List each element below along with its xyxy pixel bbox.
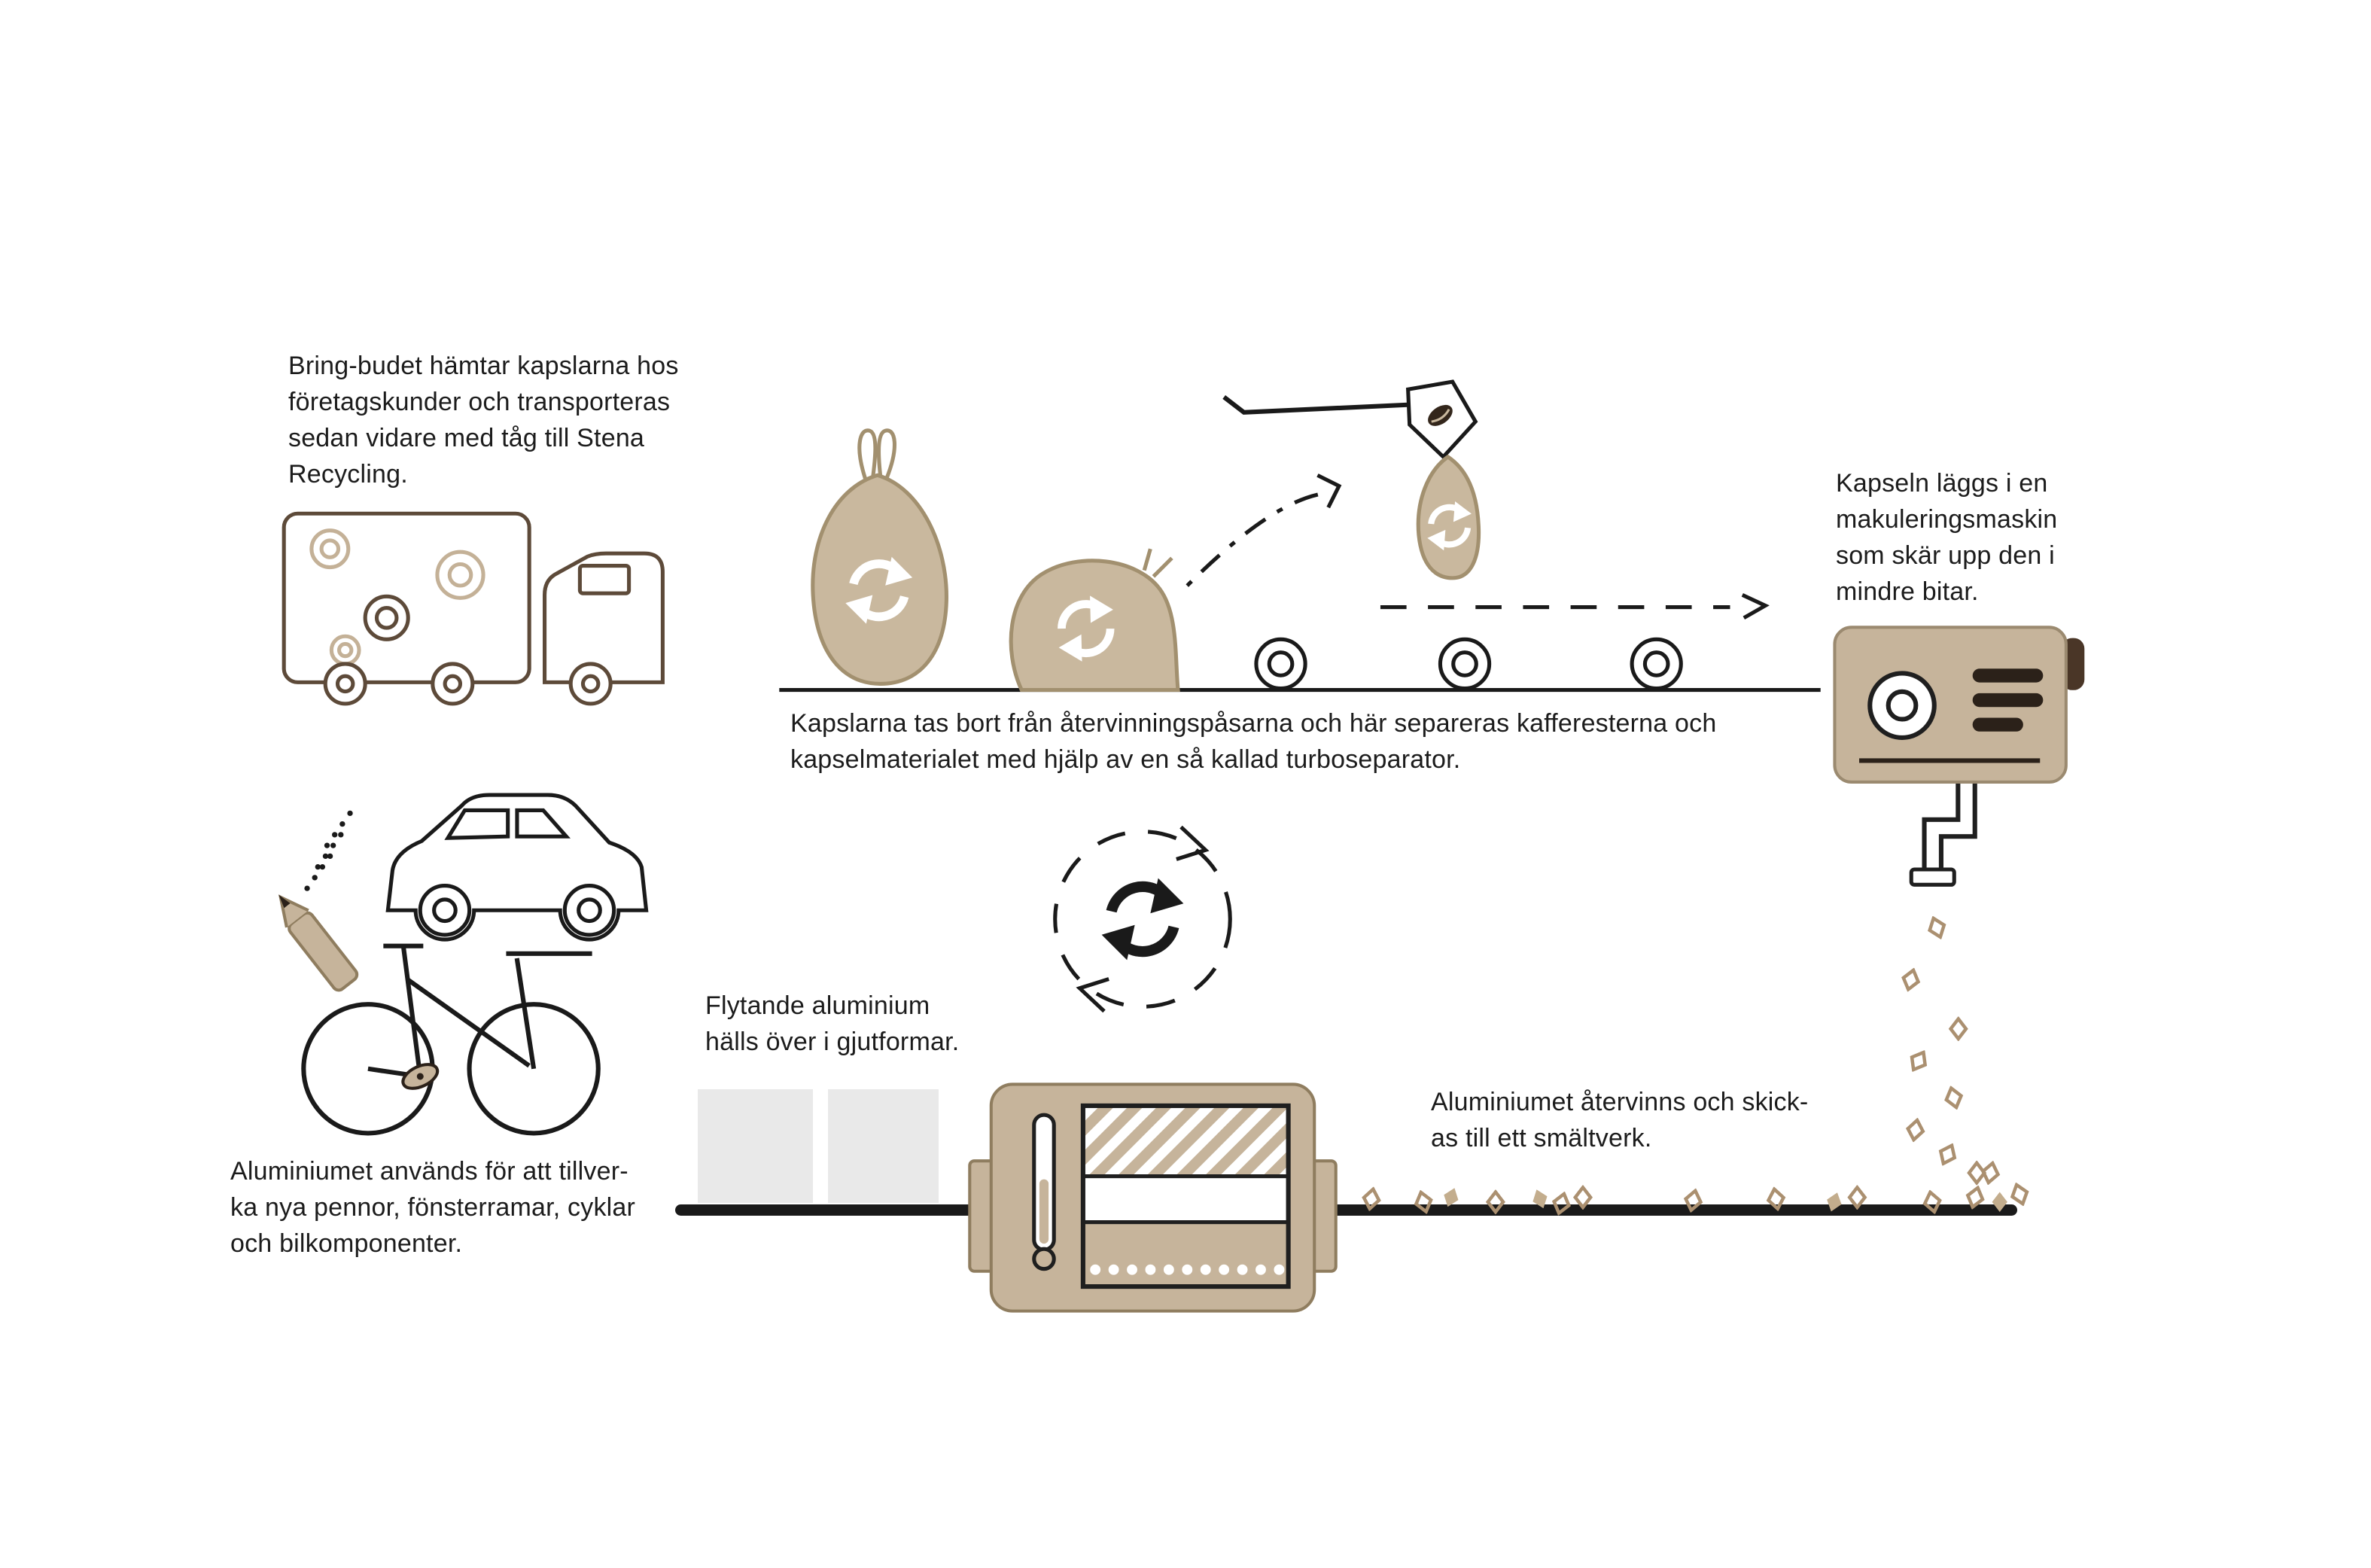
pickup-caption: Bring-budet hämtar kapslarna hos företag… [288,352,679,489]
pen-illustration [278,810,359,992]
bicycle-handlebar [506,951,592,1070]
grabber-claw [1222,379,1478,460]
separation-caption: Kapslarna tas bort från återvinningspåsa… [790,709,1717,774]
capsule-pieces-on-line [1362,1162,2030,1215]
lift-arrow-icon [1186,473,1342,587]
bicycle-frame [367,943,531,1079]
shredding-caption: Kapseln läggs i en makuleringsmaskin som… [1836,469,2058,606]
spray-dots [304,810,353,891]
lifted-bag [1416,454,1481,580]
delivery-truck-illustration [282,511,665,706]
shredder-dial [1867,671,1937,740]
shredder-machine-illustration [1833,626,2085,887]
thermometer [1032,1113,1056,1271]
shredder-vents [1972,668,2044,732]
truck-windshield [577,563,632,595]
casting-mold [828,1089,939,1203]
separator-conveyor-illustration [779,379,1821,693]
smelter-window [1080,1103,1291,1289]
bicycle-front-wheel [467,1002,601,1136]
coffee-bean-icon [1428,404,1453,426]
smelter-machine-illustration [968,1082,1338,1313]
car-illustration [385,793,649,942]
car-windows [444,808,571,840]
casting-mold [698,1089,813,1203]
bicycle-crank [401,1063,440,1090]
recycle-icon [1102,878,1184,961]
products-caption: Aluminiumet används för att tillver- ka … [230,1157,636,1258]
capsule-pieces [1350,912,2032,1211]
recycling-bag-small [1009,548,1180,693]
cycle-arrow-bottom-icon [1076,977,1109,1013]
cycle-arrow-top-icon [1176,825,1210,861]
bicycle-illustration [301,943,601,1136]
capsules-in-trailer [309,528,485,666]
truck-cab [543,551,665,684]
shredder-body [1833,626,2068,784]
truck-trailer [282,511,531,684]
recycling-bag-large [811,428,948,686]
smelting-caption: Aluminiumet återvinns och skick- as till… [1431,1088,1809,1152]
cab-wheel [568,662,613,706]
car-wheels [418,884,616,937]
pen-body [278,894,359,992]
cycle-dashed-circle [1053,830,1232,1009]
capsules-on-belt [1254,637,1683,691]
casting-caption: Flytande aluminium hälls över i gjutform… [705,991,960,1056]
furnace-bed [1082,1222,1289,1287]
discharge-pipe [1909,778,1977,887]
truck-wheels [323,662,475,706]
motion-arrow-right-icon [1380,592,1770,620]
molten-hatch [1082,1105,1289,1177]
bed-dots [1090,1264,1285,1275]
capsule-pieces-falling [1901,915,1984,1183]
recycling-cycle-diagram [1053,825,1232,1013]
